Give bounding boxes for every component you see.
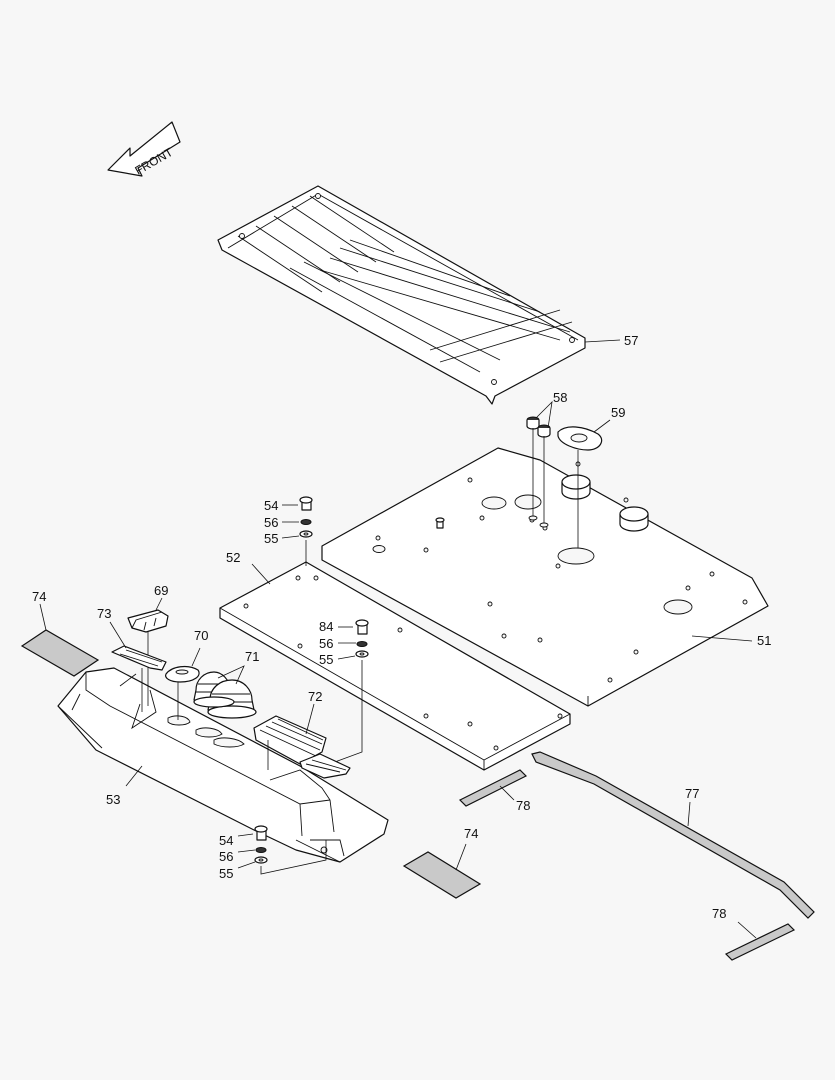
callout-55-lower: 55: [219, 866, 233, 881]
callout-78-upper: 78: [516, 798, 530, 813]
pad-74-left: [20, 629, 100, 677]
strip-78-lower: [724, 923, 796, 961]
callout-55-upper: 55: [264, 531, 278, 546]
callout-56-middle: 56: [319, 636, 333, 651]
strip-77: [531, 751, 815, 919]
callout-73: 73: [97, 606, 111, 621]
bolt-stack-lower: [237, 825, 327, 875]
callout-59: 59: [611, 405, 625, 420]
callout-56-upper: 56: [264, 515, 278, 530]
callout-54-upper: 54: [264, 498, 278, 513]
callout-74-left: 74: [32, 589, 46, 604]
callout-70: 70: [194, 628, 208, 643]
callout-57: 57: [624, 333, 638, 348]
cover-70: [165, 665, 200, 720]
boots-71: [193, 671, 257, 719]
callout-77: 77: [685, 786, 699, 801]
bolt-stack-upper: [281, 496, 313, 566]
callout-53: 53: [106, 792, 120, 807]
callout-58: 58: [553, 390, 567, 405]
callout-74-right: 74: [464, 826, 478, 841]
callout-56-lower: 56: [219, 849, 233, 864]
grommets-58: [526, 416, 551, 528]
grommet-59: [557, 426, 603, 548]
callout-69: 69: [154, 583, 168, 598]
floor-plate-51: [321, 447, 769, 707]
pad-74-right: [402, 851, 482, 899]
front-arrow: FRONT: [107, 121, 181, 178]
callout-52: 52: [226, 550, 240, 565]
callout-78-lower: 78: [712, 906, 726, 921]
plate-73: [111, 645, 167, 712]
callout-55-middle: 55: [319, 652, 333, 667]
pedal-pad-72: [253, 715, 351, 779]
callout-84: 84: [319, 619, 333, 634]
console-cover-53: [57, 667, 389, 863]
callout-72: 72: [308, 689, 322, 704]
callout-54-lower: 54: [219, 833, 233, 848]
strip-78-upper: [458, 769, 528, 807]
floor-mat-57: [217, 185, 586, 405]
callout-51: 51: [757, 633, 771, 648]
callout-71: 71: [245, 649, 259, 664]
bracket-69: [127, 609, 169, 706]
